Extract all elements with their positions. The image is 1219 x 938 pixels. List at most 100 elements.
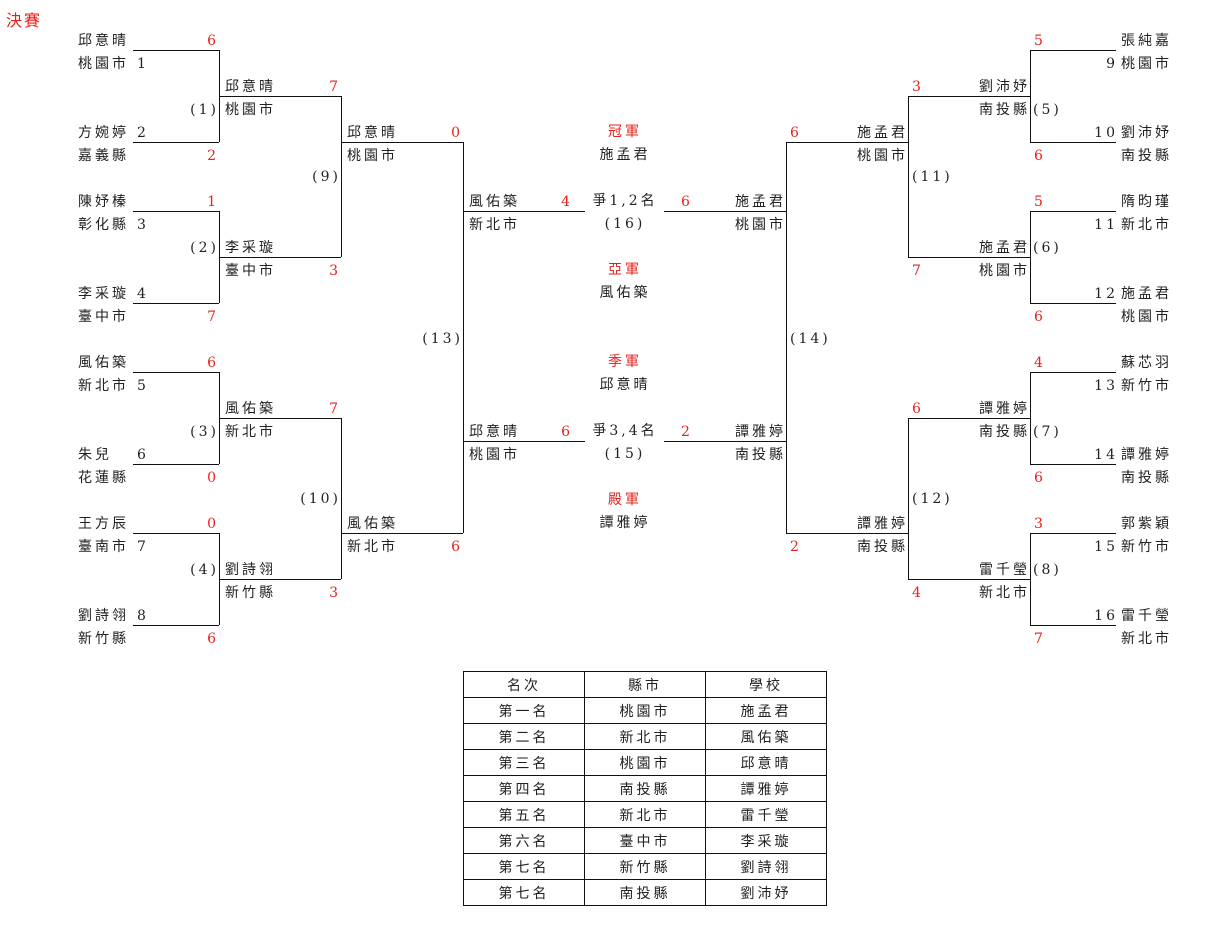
bracket-line (908, 579, 1030, 580)
score: 7 (329, 79, 341, 95)
bronze-label: 爭3,4名 (592, 423, 658, 439)
player-name: 施孟君 (979, 240, 1030, 256)
player-city: 南投縣 (979, 424, 1030, 440)
player-city: 桃園市 (735, 217, 786, 233)
player-name: 李采璇 (78, 286, 129, 302)
bracket-line (1030, 50, 1116, 51)
bracket-line (1030, 372, 1116, 373)
score: 0 (451, 125, 463, 141)
bracket-line (664, 211, 786, 212)
player-city: 臺南市 (78, 539, 129, 555)
bracket-line (664, 441, 786, 442)
table-cell: 第三名 (463, 749, 585, 776)
bracket-line (786, 142, 787, 533)
seed-number: 10 (1094, 125, 1118, 141)
match-number: (1) (190, 102, 219, 118)
player-city: 桃園市 (979, 263, 1030, 279)
table-cell: 第六名 (463, 827, 585, 854)
third-label: 季軍 (608, 354, 642, 370)
player-city: 南投縣 (857, 539, 908, 555)
player-name: 陳妤榛 (78, 194, 129, 210)
table-cell: 南投縣 (584, 879, 706, 906)
seed-number: 16 (1094, 608, 1118, 624)
score: 6 (912, 401, 924, 417)
table-cell: 縣市 (584, 671, 706, 698)
score: 2 (207, 148, 219, 164)
bracket-line (786, 142, 908, 143)
table-cell: 第四名 (463, 775, 585, 802)
player-name: 張純嘉 (1121, 33, 1172, 49)
bracket-line (219, 418, 341, 419)
bracket-line (463, 441, 585, 442)
player-name: 雷千瑩 (1121, 608, 1172, 624)
player-name: 李采璇 (225, 240, 276, 256)
bracket-line (133, 372, 219, 373)
bracket-line (463, 211, 585, 212)
bracket-line (1030, 533, 1116, 534)
match-number: (7) (1033, 424, 1062, 440)
score: 5 (1034, 33, 1046, 49)
score: 1 (207, 194, 219, 210)
score: 5 (1034, 194, 1046, 210)
table-cell: 新北市 (584, 801, 706, 828)
player-name: 朱兒 (78, 447, 112, 463)
player-city: 新北市 (347, 539, 398, 555)
table-cell: 第一名 (463, 697, 585, 724)
player-city: 桃園市 (225, 102, 276, 118)
table-cell: 第七名 (463, 853, 585, 880)
score: 2 (681, 424, 693, 440)
score: 6 (1034, 309, 1046, 325)
bracket-line (133, 464, 219, 465)
match-number: (3) (190, 424, 219, 440)
seed-number: 2 (137, 125, 149, 141)
seed-number: 11 (1094, 217, 1118, 233)
standings-row: 第一名桃園市施孟君 (463, 697, 827, 724)
standings-table: 名次縣市學校第一名桃園市施孟君第二名新北市風佑築第三名桃園市邱意晴第四名南投縣譚… (463, 671, 827, 906)
score: 2 (790, 539, 802, 555)
match-number: (5) (1033, 102, 1062, 118)
player-name: 劉沛妤 (979, 79, 1030, 95)
match-number: (15) (604, 446, 646, 462)
player-city: 南投縣 (1121, 148, 1172, 164)
player-name: 蘇芯羽 (1121, 355, 1172, 371)
player-name: 風佑築 (78, 355, 129, 371)
bracket-line (1030, 533, 1031, 625)
match-number: (6) (1033, 240, 1062, 256)
score: 6 (1034, 148, 1046, 164)
bracket-line (1030, 50, 1031, 142)
bracket-line (908, 96, 1030, 97)
player-name: 譚雅婷 (979, 401, 1030, 417)
standings-row: 第五名新北市雷千瑩 (463, 801, 827, 828)
bracket-line (219, 579, 341, 580)
player-name: 雷千瑩 (979, 562, 1030, 578)
player-name: 譚雅婷 (735, 424, 786, 440)
score: 3 (329, 585, 341, 601)
player-name: 施孟君 (735, 194, 786, 210)
score: 6 (207, 33, 219, 49)
bracket-line (1030, 464, 1116, 465)
bracket-line (133, 142, 219, 143)
player-name: 郭紫穎 (1121, 516, 1172, 532)
table-cell: 桃園市 (584, 749, 706, 776)
seed-number: 1 (137, 56, 149, 72)
player-city: 新竹縣 (225, 585, 276, 601)
bracket-line (463, 142, 464, 533)
page-title: 決賽 (6, 11, 43, 30)
player-city: 桃園市 (1121, 56, 1172, 72)
player-city: 新北市 (225, 424, 276, 440)
bracket-line (341, 142, 463, 143)
table-cell: 南投縣 (584, 775, 706, 802)
table-cell: 雷千瑩 (705, 801, 827, 828)
score: 6 (207, 355, 219, 371)
match-number: (8) (1033, 562, 1062, 578)
seed-number: 5 (137, 378, 149, 394)
player-city: 新竹縣 (78, 631, 129, 647)
player-name: 方婉婷 (78, 125, 129, 141)
player-city: 桃園市 (347, 148, 398, 164)
bracket-line (133, 50, 219, 51)
player-name: 邱意晴 (78, 33, 129, 49)
seed-number: 13 (1094, 378, 1118, 394)
standings-row: 第二名新北市風佑築 (463, 723, 827, 750)
player-name: 施孟君 (1121, 286, 1172, 302)
table-cell: 譚雅婷 (705, 775, 827, 802)
